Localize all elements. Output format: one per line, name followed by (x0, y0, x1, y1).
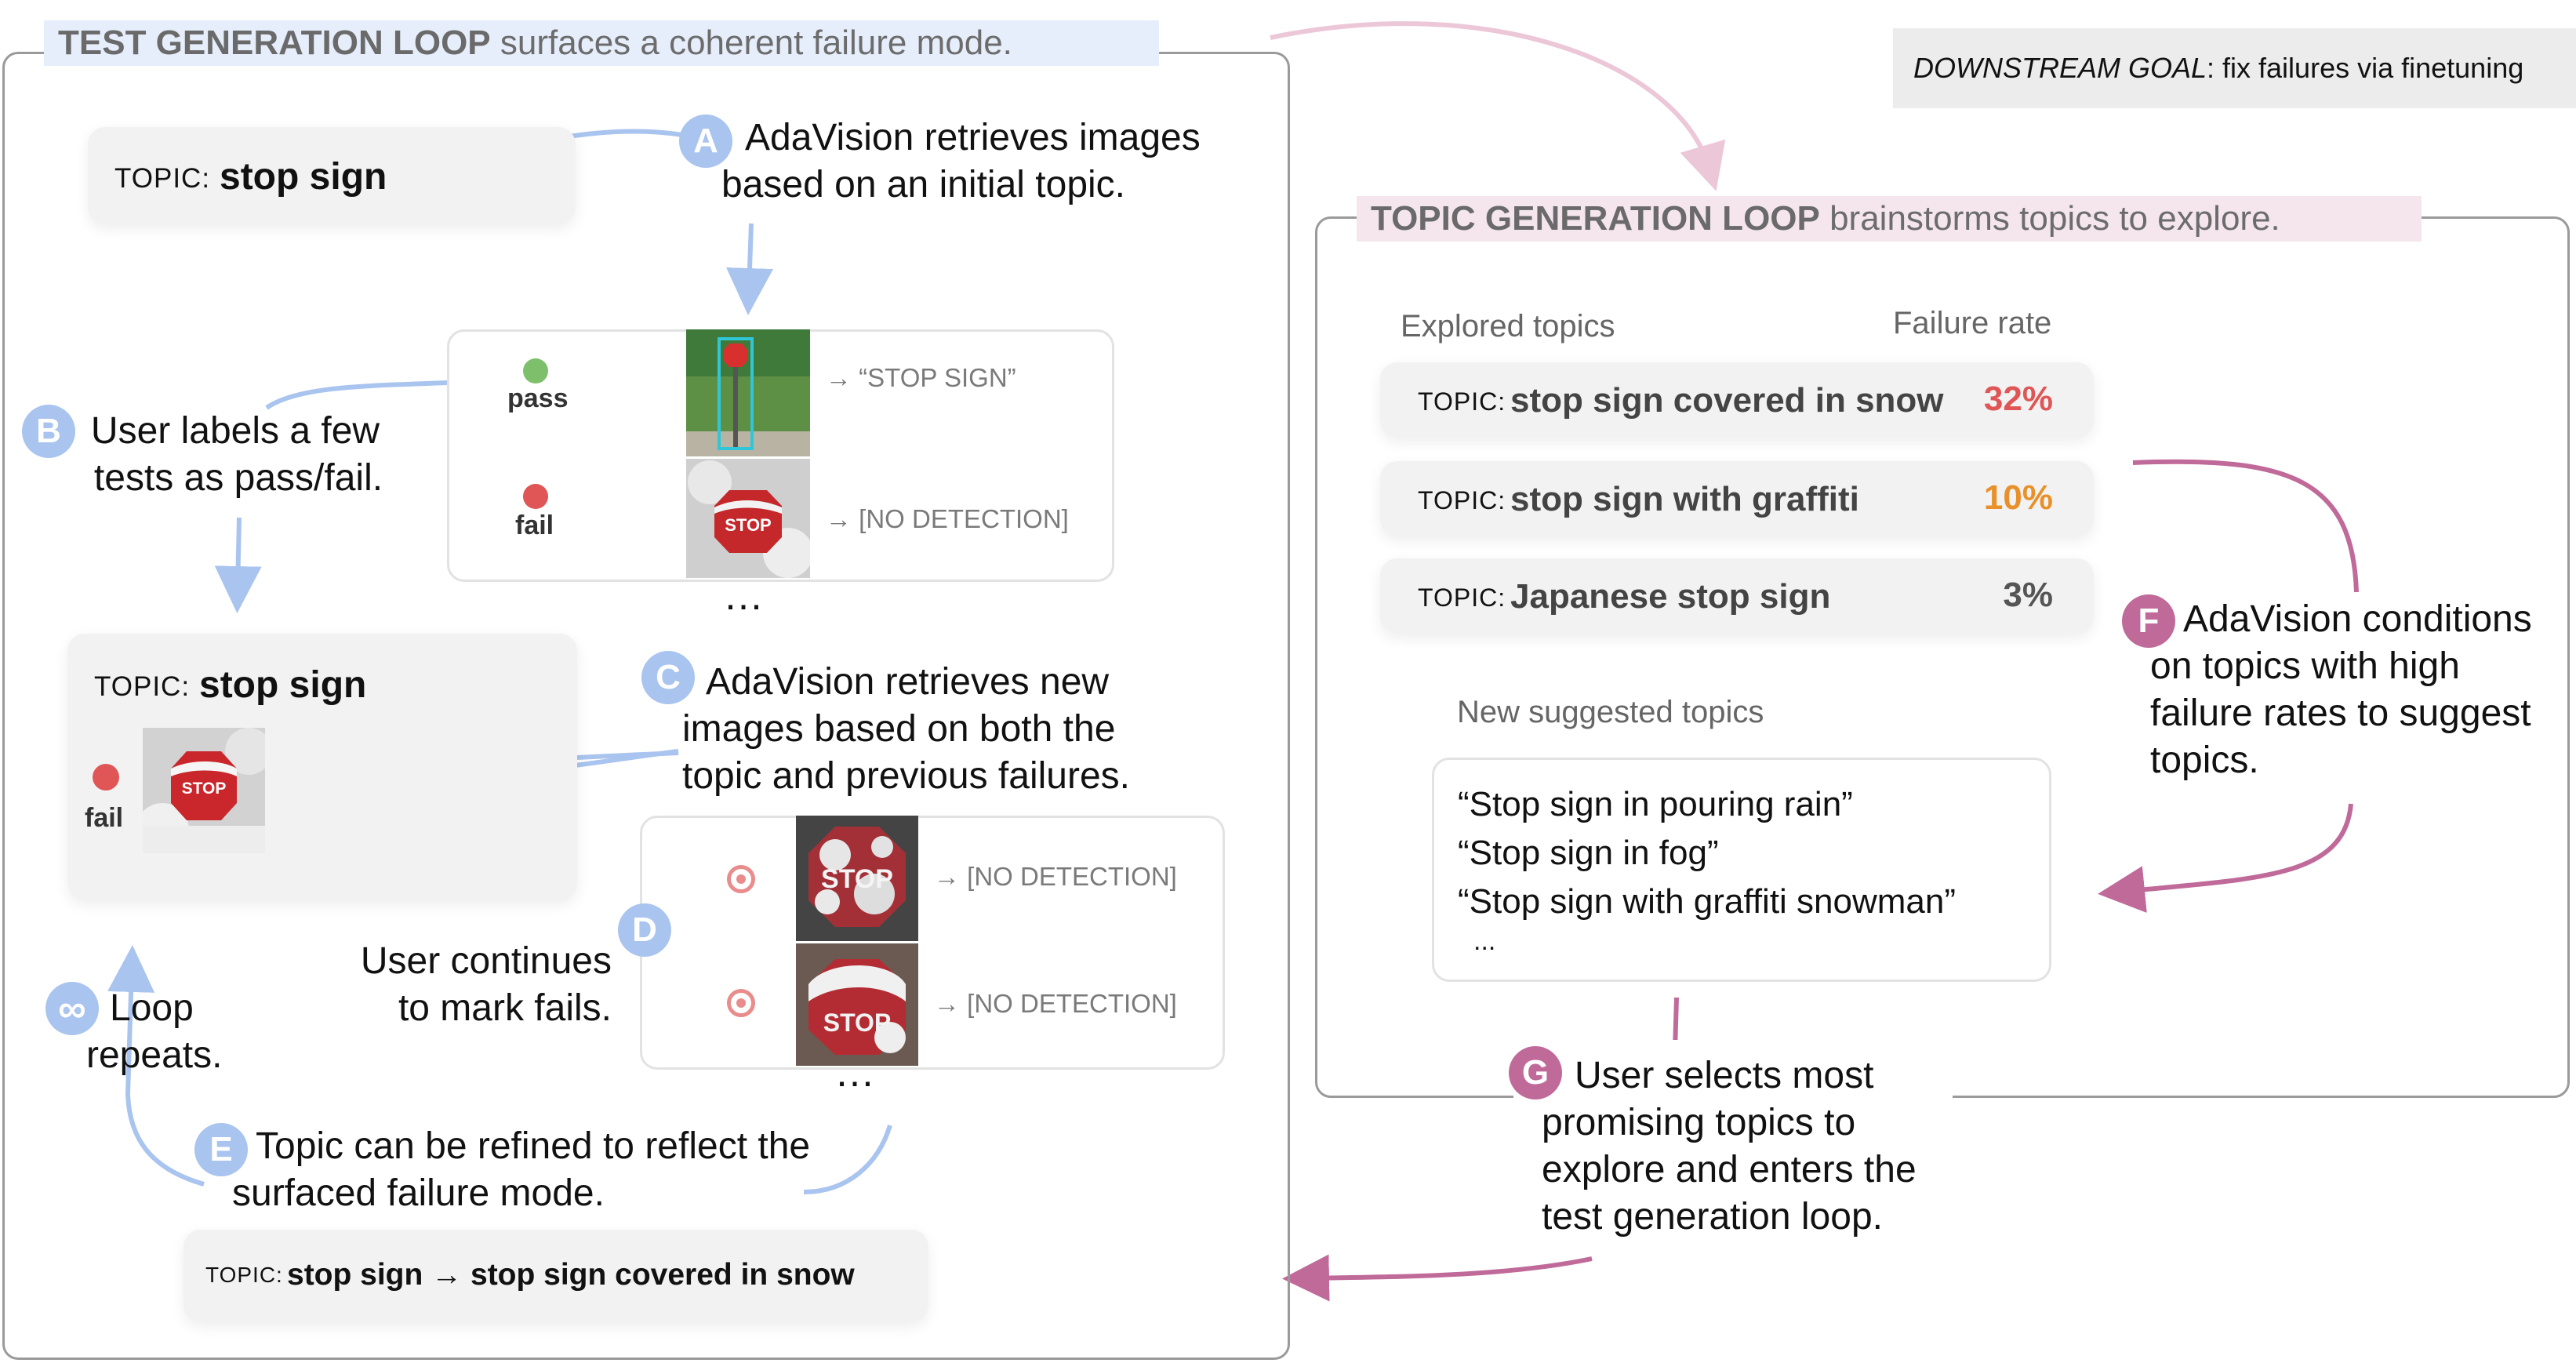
downstream-goal-box: DOWNSTREAM GOAL: fix failures via finetu… (1893, 28, 2576, 108)
stop-sign-fail-image: STOP (686, 459, 810, 578)
step-d-badge: D (618, 903, 671, 957)
step-d-text: User continues to mark fails. (360, 940, 612, 1029)
loop-text: Loop repeats. (86, 987, 223, 1076)
step-b-text: User labels a few tests as pass/fail. (90, 410, 383, 499)
ellipsis-more-new-tests: … (834, 1050, 875, 1096)
topic-prefix: TOPIC: (205, 1263, 283, 1287)
failure-rate: 32% (1983, 380, 2053, 418)
suggested-topic-item[interactable]: “Stop sign in pouring rain” (1458, 785, 1853, 823)
pending-fail-dot[interactable] (727, 865, 755, 893)
fail-status-dot (523, 484, 548, 509)
explored-topic-row[interactable]: TOPIC: stop sign covered in snow 32% (1380, 362, 2094, 438)
topic-loop-header: TOPIC GENERATION LOOP brainstorms topics… (1357, 196, 2422, 242)
loop-infinity-icon: ∞ (45, 982, 99, 1035)
topic-prefix: TOPIC: (94, 671, 191, 702)
test-loop-header-bold: TEST GENERATION LOOP (58, 24, 491, 62)
step-g-backdrop (1513, 1040, 1953, 1244)
labeled-tests-card: pass → “STOP SIGN” fail STOP → [NO DETEC… (447, 329, 1114, 582)
stop-sign-pass-image (686, 329, 810, 456)
ellipsis-more-tests: … (723, 573, 764, 619)
step-a-text: AdaVision retrieves images based on an i… (721, 117, 1201, 205)
step-c-text: AdaVision retrieves new images based on … (682, 661, 1130, 797)
step-b-badge: B (22, 405, 75, 458)
topic-value: stop sign (220, 156, 387, 198)
failure-rate-label: Failure rate (1893, 306, 2052, 340)
failure-rate: 3% (2003, 576, 2053, 614)
fail-prediction: → [NO DETECTION] (826, 504, 1069, 533)
suggested-topic-more: ... (1473, 926, 1496, 956)
fail-label: fail (515, 511, 554, 540)
topic-value: stop sign covered in snow (1510, 381, 1944, 420)
test-loop-header: TEST GENERATION LOOP surfaces a coherent… (44, 20, 1159, 66)
stop-sign-snow-image: STOP (143, 728, 265, 853)
initial-topic-card: TOPIC: stop sign (88, 127, 576, 224)
topic-prefix: TOPIC: (1418, 583, 1506, 612)
step-e-badge: E (194, 1123, 248, 1176)
new-tests-card: STOP → [NO DETECTION] STOP → [NO DETECTI… (640, 816, 1225, 1070)
svg-text:STOP: STOP (821, 864, 893, 894)
step-e-text: Topic can be refined to reflect the surf… (232, 1125, 811, 1214)
suggested-topics-card: “Stop sign in pouring rain” “Stop sign i… (1432, 758, 2051, 982)
goal-label: DOWNSTREAM GOAL (1913, 52, 2207, 84)
svg-text:STOP: STOP (725, 515, 772, 535)
topic-value: stop sign with graffiti (1510, 480, 1859, 518)
topic-prefix: TOPIC: (1418, 387, 1506, 416)
topic-loop-header-bold: TOPIC GENERATION LOOP (1371, 199, 1820, 238)
pass-status-dot (523, 358, 548, 383)
topic-prefix: TOPIC: (114, 163, 211, 194)
new-test-1-prediction: → [NO DETECTION] (934, 862, 1177, 891)
goal-text: : fix failures via finetuning (2207, 52, 2524, 84)
suggested-topics-label: New suggested topics (1457, 695, 1764, 729)
loop-topic-card: TOPIC: stop sign fail STOP (67, 634, 577, 900)
refined-topic-card: TOPIC: stop sign → stop sign covered in … (183, 1230, 928, 1322)
svg-text:STOP: STOP (182, 780, 227, 798)
pending-fail-dot[interactable] (727, 989, 755, 1017)
pass-label: pass (507, 383, 569, 413)
snowy-stop-sign-image-2: STOP (796, 943, 918, 1066)
step-g-badge: G (1509, 1046, 1562, 1099)
suggested-topic-item[interactable]: “Stop sign with graffiti snowman” (1458, 882, 1957, 921)
topic-prefix: TOPIC: (1418, 486, 1506, 514)
step-c-badge: C (641, 651, 695, 704)
suggested-topic-item[interactable]: “Stop sign in fog” (1458, 834, 1719, 872)
topic-value: Japanese stop sign (1510, 577, 1831, 616)
step-f-text: AdaVision conditions on topics with high… (2150, 598, 2532, 781)
topic-value: stop sign → stop sign covered in snow (287, 1258, 855, 1292)
explored-topic-row[interactable]: TOPIC: stop sign with graffiti 10% (1380, 461, 2094, 536)
explored-topic-row[interactable]: TOPIC: Japanese stop sign 3% (1380, 558, 2094, 634)
explored-topics-label: Explored topics (1401, 309, 1615, 343)
fail-status-dot (93, 764, 119, 791)
topic-value: stop sign (199, 664, 367, 706)
fail-label: fail (85, 803, 124, 833)
step-f-badge: F (2122, 594, 2175, 648)
step-a-badge: A (679, 114, 732, 168)
new-test-2-prediction: → [NO DETECTION] (934, 989, 1177, 1018)
snowy-stop-sign-image-1: STOP (796, 816, 918, 941)
svg-text:STOP: STOP (823, 1009, 892, 1037)
failure-rate: 10% (1983, 478, 2053, 517)
topic-loop-header-rest: brainstorms topics to explore. (1819, 199, 2280, 238)
step-g-text: User selects most promising topics to ex… (1542, 1055, 1917, 1238)
test-loop-header-rest: surfaces a coherent failure mode. (490, 24, 1012, 62)
pass-prediction: → “STOP SIGN” (826, 363, 1016, 392)
